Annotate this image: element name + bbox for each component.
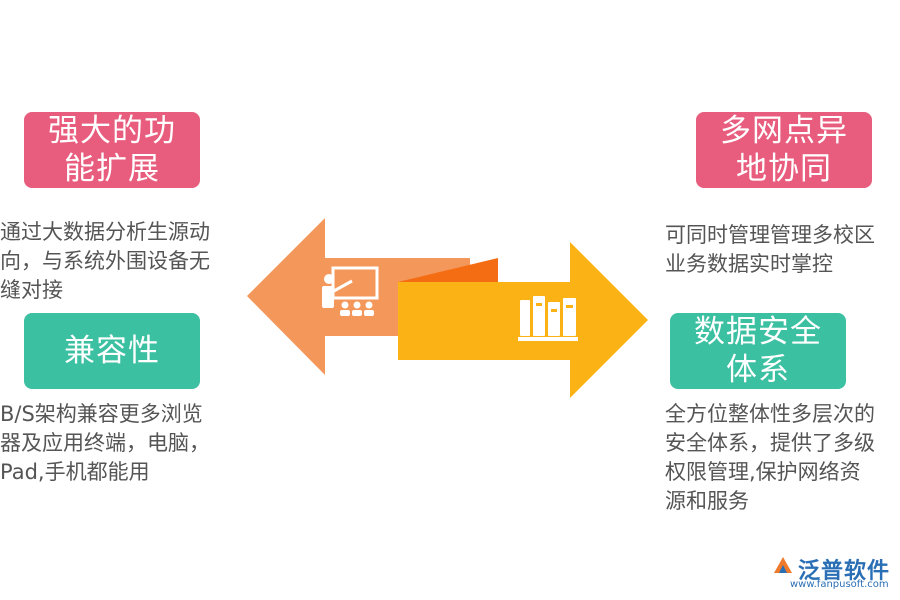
feature-description: 通过大数据分析生源动 向，与系统外围设备无 缝对接 — [0, 220, 210, 302]
feature-title: 强大的功 能扩展 — [48, 113, 176, 187]
books-icon — [518, 296, 578, 341]
feature-title: 多网点异 地协同 — [720, 113, 848, 187]
arrow-fold — [398, 258, 498, 282]
feature-description: B/S架构兼容更多浏览 器及应用终端，电脑， Pad,手机都能用 — [0, 402, 210, 484]
feature-title: 兼容性 — [64, 333, 160, 369]
feature-title: 数据安全 体系 — [694, 314, 822, 388]
logo-url: www.fanpusoft.com — [790, 579, 889, 590]
feature-badge-data-security: 数据安全 体系 — [670, 313, 846, 389]
logo-mark-icon — [774, 557, 792, 573]
brand-logo: 泛普软件 www.fanpusoft.com — [770, 553, 895, 593]
feature-badge-compatibility: 兼容性 — [24, 313, 200, 389]
feature-badge-multi-site: 多网点异 地协同 — [696, 112, 872, 188]
logo-name: 泛普软件 — [798, 559, 891, 584]
feature-badge-function-extension: 强大的功 能扩展 — [24, 112, 200, 188]
feature-description: 可同时管理管理多校区 业务数据实时掌控 — [665, 223, 875, 276]
feature-description: 全方位整体性多层次的 安全体系，提供了多级 权限管理,保护网络资 源和服务 — [665, 402, 875, 513]
teacher-presentation-icon — [322, 266, 379, 316]
